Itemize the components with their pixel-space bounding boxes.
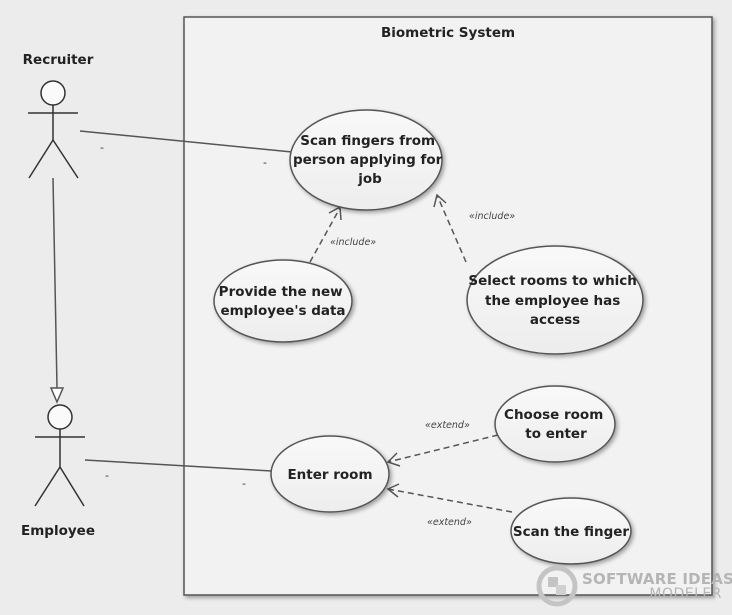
extend-scan-finger[interactable] [386, 483, 513, 513]
stereotype-extend: «extend» [425, 420, 470, 431]
watermark-text: SOFTWARE IDEAS [582, 570, 732, 588]
svg-text:Scan the finger: Scan the finger [513, 524, 630, 540]
use-case-label: job [357, 171, 382, 187]
use-case-label: employee's data [220, 303, 345, 319]
use-case-scan-finger[interactable]: Scan the finger [510, 497, 632, 565]
watermark-text: MODELER [649, 586, 722, 602]
use-case-select-rooms[interactable]: Select rooms to which the employee has a… [466, 245, 644, 355]
svg-text:Scan fingers from person: Scan fingers from person applying for jo… [293, 133, 447, 187]
stereotype-extend: «extend» [427, 517, 472, 528]
use-case-label: Choose room [504, 407, 603, 423]
use-case-provide-data[interactable]: Provide the new employee's data [213, 259, 353, 343]
svg-text:Select rooms to which th: Select rooms to which the employee has a… [468, 273, 641, 328]
multiplicity-label: - [105, 469, 109, 482]
svg-text:Provide the new employee: Provide the new employee's data [219, 284, 348, 319]
association-employee-enter[interactable] [84, 459, 273, 472]
multiplicity-label: - [242, 477, 246, 490]
actor-recruiter[interactable] [28, 80, 79, 179]
use-case-label: access [530, 312, 580, 328]
use-case-label: Provide the new [219, 284, 343, 300]
svg-text:Enter room: Enter room [287, 467, 372, 483]
watermark-logo: SOFTWARE IDEAS MODELER [536, 565, 732, 607]
use-case-label: Enter room [287, 467, 372, 483]
use-case-enter-room[interactable]: Enter room [270, 435, 390, 513]
actor-head-icon [47, 404, 73, 430]
logo-icon [536, 565, 578, 607]
multiplicity-label: - [100, 141, 104, 154]
use-case-label: Scan fingers from [300, 133, 435, 149]
actor-label-employee: Employee [21, 523, 95, 539]
actor-label-recruiter: Recruiter [23, 52, 94, 68]
generalization-line[interactable] [52, 177, 58, 389]
extend-choose-room[interactable] [386, 434, 499, 467]
use-case-choose-room[interactable]: Choose room to enter [494, 385, 616, 463]
actor-head-icon [40, 80, 66, 106]
include-select-rooms[interactable] [433, 193, 467, 263]
system-title: Biometric System [381, 25, 515, 41]
stereotype-include: «include» [469, 211, 515, 222]
use-case-label: Scan the finger [513, 524, 630, 540]
use-case-label: the employee has [485, 293, 620, 309]
generalization-arrowhead [49, 387, 65, 404]
svg-text:Choose room to enter: Choose room to enter [504, 407, 608, 442]
use-case-scan-fingers[interactable]: Scan fingers from person applying for jo… [289, 109, 447, 211]
stereotype-include: «include» [330, 237, 376, 248]
association-recruiter-scan[interactable] [79, 130, 293, 153]
use-case-label: Select rooms to which [468, 273, 637, 289]
use-case-label: to enter [525, 426, 587, 442]
use-case-label: person applying for [293, 152, 443, 168]
actor-employee[interactable] [34, 404, 85, 507]
multiplicity-label: - [263, 156, 267, 169]
